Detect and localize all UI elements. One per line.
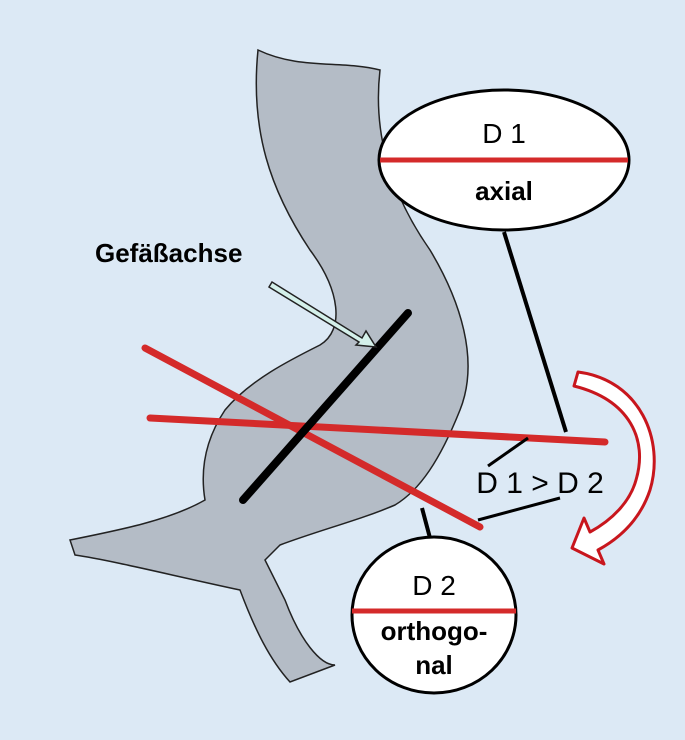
connector-d1 [502, 231, 568, 433]
measure-line-d2 [141, 344, 484, 531]
d1-ellipse: D 1 axial [377, 88, 631, 232]
d1-subtitle: axial [475, 176, 533, 206]
measure-line-d1 [146, 414, 609, 446]
d2-title: D 2 [412, 570, 456, 601]
axis-pointer-arrow [267, 280, 378, 348]
vessel-axis-label: Gefäßachse [95, 238, 242, 268]
connector-d1-to-comparison [487, 436, 529, 468]
vessel-shape [69, 48, 469, 683]
d2-subtitle-line1: orthogo- [381, 616, 488, 646]
d2-subtitle-line2: nal [415, 650, 453, 680]
connector-d2-to-comparison [477, 496, 561, 522]
d1-title: D 1 [482, 118, 526, 149]
rotation-arrow-icon [570, 370, 656, 566]
comparison-label: D 1 > D 2 [476, 467, 604, 500]
connector-d2 [420, 507, 432, 539]
vessel-axis-line [239, 309, 412, 504]
d2-ellipse: D 2 orthogo- nal [350, 535, 518, 695]
